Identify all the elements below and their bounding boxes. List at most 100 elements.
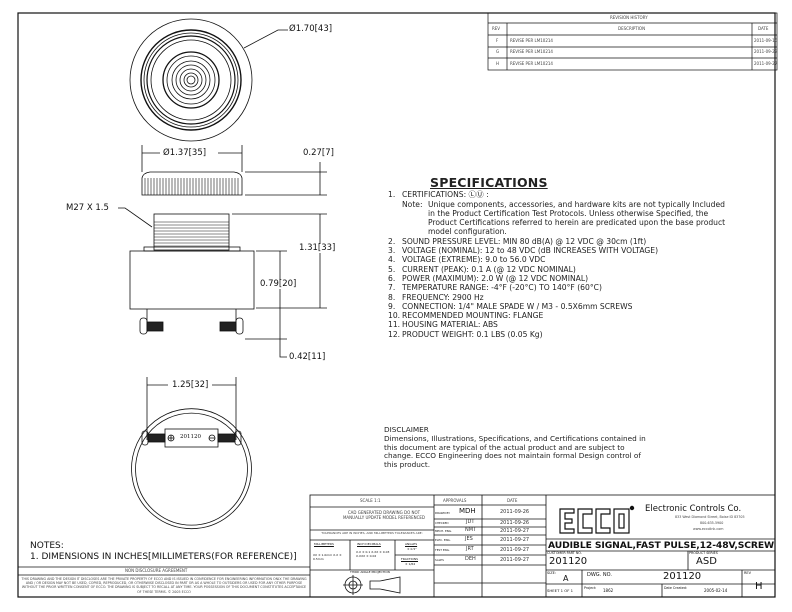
spec-number: 10. bbox=[388, 311, 401, 321]
spec-text: SOUND PRESSURE LEVEL: MIN 80 dB(A) @ 12 … bbox=[402, 236, 647, 246]
description-cell: REVISE PER LM10214 bbox=[510, 61, 553, 66]
dim-terminal-length: 0.42[11] bbox=[289, 352, 326, 362]
notes-item: 1. DIMENSIONS IN INCHES[MILLIMETERS(FOR … bbox=[30, 552, 297, 562]
approval-role: CHECKED bbox=[435, 521, 449, 525]
scale: SCALE 1:1 bbox=[360, 498, 381, 503]
disclaimer-title: DISCLAIMER bbox=[384, 425, 429, 434]
tol-inch: X.X ± 0.1 X.XX ± 0.03 X.XXX ± 0.02 bbox=[356, 550, 390, 558]
revision-table-grid bbox=[487, 12, 778, 71]
notes-title: NOTES: bbox=[30, 541, 64, 551]
project-label: Project: bbox=[584, 586, 597, 590]
spec-text: TEMPERATURE RANGE: -4°F (-20°C) TO 140°F… bbox=[402, 283, 602, 293]
spec-text: CONNECTION: 1/4" MALE SPADE W / M3 - 0.5… bbox=[402, 301, 633, 311]
spec-text: HOUSING MATERIAL: ABS bbox=[402, 320, 498, 330]
nda-title: NON DISCLOSURE AGREEMENT bbox=[125, 568, 188, 573]
dwg-no-label: DWG. NO. bbox=[587, 572, 612, 578]
approval-role: SALES bbox=[435, 558, 444, 562]
product-series: ASD bbox=[696, 556, 717, 567]
ecco-logo bbox=[559, 505, 635, 534]
tol-angles: ± 0.5° bbox=[407, 547, 417, 551]
dim-outer-diameter: Ø1.70[43] bbox=[289, 24, 333, 34]
approval-date: 2011-09-27 bbox=[500, 557, 530, 563]
rev-label: REV bbox=[744, 571, 752, 575]
approval-date: 2011-09-26 bbox=[500, 509, 530, 515]
approval-role: MECH. ENG. bbox=[435, 529, 452, 533]
size-label: SIZE: bbox=[547, 571, 557, 575]
company-website: www.eccolink.com bbox=[693, 527, 724, 531]
spec-number: 8. bbox=[388, 292, 396, 302]
spec-item: 12.PRODUCT WEIGHT: 0.1 LBS (0.05 Kg) bbox=[388, 330, 728, 339]
spec-item: 6. POWER (MAXIMUM): 2.0 W (@ 12 VDC NOMIN… bbox=[388, 274, 728, 283]
body-side-view bbox=[118, 207, 327, 358]
spec-number: 4. bbox=[388, 255, 396, 265]
tol-fractions-title: FRACTIONS bbox=[401, 557, 419, 561]
rev-value: H bbox=[755, 581, 763, 592]
col-header-rev: REV bbox=[492, 26, 501, 31]
cap-side-view bbox=[141, 145, 327, 196]
spec-number: 9. bbox=[388, 301, 396, 311]
top-view bbox=[129, 18, 288, 142]
approval-name: DEH bbox=[465, 556, 476, 562]
date-cell: 2011-09-27 bbox=[754, 61, 778, 66]
rev-cell: G bbox=[496, 49, 500, 54]
spec-text: VOLTAGE (EXTREME): 9.0 to 56.0 VDC bbox=[402, 255, 546, 265]
spec-item: 4. VOLTAGE (EXTREME): 9.0 to 56.0 VDC bbox=[388, 255, 728, 264]
date-created-label: Date Created: bbox=[664, 586, 688, 590]
spec-item: 1.CERTIFICATIONS: ⓁⓊ : bbox=[388, 190, 728, 199]
product-series-label: PRODUCT SERIES bbox=[689, 551, 718, 555]
dim-body-height: 0.79[20] bbox=[260, 279, 297, 289]
customer-part-number: 201120 bbox=[549, 556, 588, 567]
company-phone: 800-635-5900 bbox=[700, 521, 724, 525]
note-text: Unique components, accessories, and hard… bbox=[428, 199, 726, 237]
dim-terminal-spacing: 1.25[32] bbox=[172, 380, 209, 390]
spec-item: 5. CURRENT (PEAK): 0.1 A (@ 12 VDC NOMINA… bbox=[388, 265, 728, 274]
spec-number: 5. bbox=[388, 264, 396, 274]
date-created: 2005-02-14 bbox=[704, 588, 728, 593]
bottom-view bbox=[131, 377, 252, 530]
tol-inch-title: INCH DECIMALS bbox=[357, 542, 381, 546]
spec-number: 11. bbox=[388, 320, 401, 330]
disclaimer-section: DISCLAIMER Dimensions, Illustrations, Sp… bbox=[384, 425, 654, 470]
approval-name: JDT bbox=[466, 519, 475, 525]
spec-text: RECOMMENDED MOUNTING: FLANGE bbox=[402, 311, 544, 321]
spec-number: 6. bbox=[388, 273, 396, 283]
dwg-number: 201120 bbox=[663, 571, 702, 582]
spec-text: POWER (MAXIMUM): 2.0 W (@ 12 VDC NOMINAL… bbox=[402, 273, 589, 283]
project-number: 1862 bbox=[603, 588, 614, 593]
rev-cell: F bbox=[496, 38, 499, 43]
nda-text: THIS DRAWING AND THE DESIGN IT DISCLOSES… bbox=[21, 577, 307, 594]
spec-text: PRODUCT WEIGHT: 0.1 LBS (0.05 Kg) bbox=[402, 329, 543, 339]
spec-number: 12. bbox=[388, 329, 401, 339]
specifications-title: SPECIFICATIONS bbox=[430, 175, 548, 190]
approvals-header: APPROVALS bbox=[443, 498, 467, 503]
spec-text: CURRENT (PEAK): 0.1 A (@ 12 VDC NOMINAL) bbox=[402, 264, 576, 274]
tol-metric-title: MILLIMETERS bbox=[314, 542, 334, 546]
tol-angles-title: ANGLES bbox=[405, 542, 418, 546]
spec-number: 2. bbox=[388, 236, 396, 246]
part-title: AUDIBLE SIGNAL,FAST PULSE,12-48V,SCREW bbox=[548, 540, 775, 551]
customer-part-label: CUSTOMER PART NO. bbox=[547, 551, 582, 555]
title-block-grid bbox=[18, 494, 776, 598]
col-header-date: DATE bbox=[758, 26, 769, 31]
spec-item: 7.TEMPERATURE RANGE: -4°F (-20°C) TO 140… bbox=[388, 283, 728, 292]
spec-number: 3. bbox=[388, 246, 396, 256]
approval-name: MDH bbox=[459, 507, 476, 515]
dim-cap-height: 0.27[7] bbox=[303, 148, 334, 158]
col-header-description: DESCRIPTION bbox=[618, 26, 646, 31]
label-part-number: 201120 bbox=[180, 434, 201, 440]
revision-history-title: REVISION HISTORY bbox=[610, 15, 648, 20]
approval-date: 2011-09-27 bbox=[500, 537, 530, 543]
approval-date: 2011-09-27 bbox=[500, 528, 530, 534]
spec-item: 9. CONNECTION: 1/4" MALE SPADE W / M3 - 0… bbox=[388, 302, 728, 311]
tol-metric: XX ± 1.0mm X.X ± 0.5mm bbox=[313, 553, 342, 561]
approval-role: DRAWN BY bbox=[435, 511, 450, 515]
third-angle-projection-icon bbox=[343, 575, 401, 595]
tol-fractions: ± 1/64 bbox=[405, 562, 416, 566]
projection-label: THIRD ANGLE PROJECTION bbox=[350, 570, 390, 574]
spec-text: VOLTAGE (NOMINAL): 12 to 48 VDC (dB INCR… bbox=[402, 246, 659, 256]
size-value: A bbox=[563, 574, 569, 583]
date-cell: 2011-09-16 bbox=[754, 38, 778, 43]
date-cell: 2011-09-22 bbox=[754, 49, 778, 54]
disclaimer-text: Dimensions, Illustrations, Specification… bbox=[384, 433, 646, 470]
